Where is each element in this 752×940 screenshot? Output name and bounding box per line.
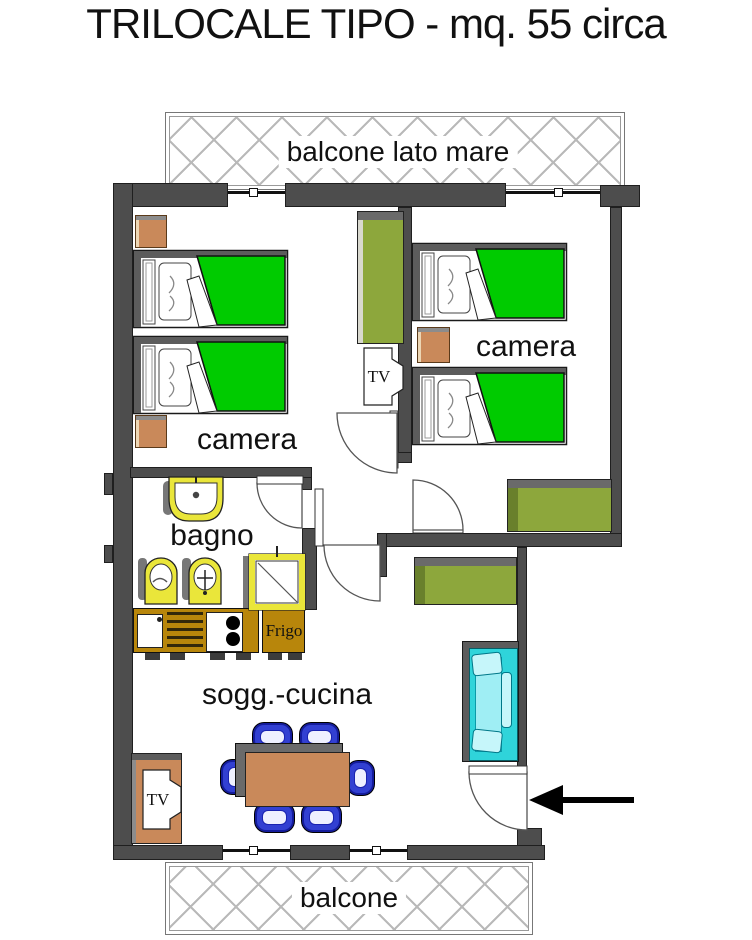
- wardrobe-right-bedroom: [507, 479, 612, 532]
- label-balcony-sea: balcone lato mare: [278, 136, 518, 168]
- label-living: sogg.-cucina: [201, 678, 373, 711]
- balcony-sea-side: [165, 112, 625, 190]
- dish-rack-icon: [167, 612, 203, 650]
- cabinet-foot: [236, 653, 251, 660]
- window-marker: [372, 846, 381, 855]
- window-marker: [249, 188, 258, 197]
- label-fridge: Frigo: [265, 621, 303, 640]
- burner-icon: [226, 616, 240, 630]
- cabinet-foot: [145, 653, 160, 660]
- wall-segment: [382, 452, 412, 463]
- wall-bathroom-top: [130, 467, 312, 478]
- bidet: [181, 557, 222, 605]
- bed: [132, 335, 289, 415]
- label-bedroom-left: camera: [196, 423, 298, 456]
- wall-bathroom-right: [302, 528, 317, 610]
- entrance-arrow-icon: [529, 785, 634, 815]
- dining-table: [245, 752, 350, 807]
- sofa-backrest: [501, 672, 512, 728]
- chair: [302, 803, 341, 832]
- wardrobe-living: [414, 557, 517, 605]
- window-marker: [554, 188, 563, 197]
- door-swing-bedroom-right: [412, 479, 464, 534]
- label-bedroom-right: camera: [475, 330, 577, 363]
- cabinet-foot: [210, 653, 225, 660]
- nightstand: [135, 215, 167, 248]
- toilet: [137, 557, 178, 605]
- sofa-pillow: [470, 651, 504, 677]
- chair: [347, 761, 374, 795]
- wardrobe-left-bedroom: [357, 211, 404, 344]
- cabinet-foot: [288, 653, 302, 660]
- wall-bottom: [290, 845, 350, 860]
- label-tv-bedroom: TV: [367, 367, 391, 386]
- wall-segment: [600, 185, 640, 207]
- door-swing-entrance: [468, 765, 528, 831]
- wall-bedroom-bottom: [377, 533, 622, 547]
- plan-title: TRILOCALE TIPO - mq. 55 circa: [86, 0, 666, 47]
- label-bathroom: bagno: [170, 519, 254, 552]
- bed: [132, 249, 289, 329]
- wall-segment: [302, 477, 312, 490]
- wall-pilaster: [104, 545, 113, 563]
- wall-bottom: [113, 845, 223, 860]
- fridge: [262, 608, 305, 653]
- label-balcony-bottom: balcone: [291, 882, 407, 914]
- chair: [255, 803, 294, 832]
- window-marker: [249, 846, 258, 855]
- door-swing-bedroom-left: [336, 410, 399, 474]
- nightstand: [417, 327, 450, 363]
- kitchen-faucet-icon: [157, 617, 162, 622]
- burner-icon: [226, 632, 240, 646]
- wall-pilaster: [104, 473, 113, 495]
- wall-segment: [285, 183, 506, 207]
- wall-left: [113, 183, 133, 860]
- bed: [411, 242, 568, 322]
- bed: [411, 366, 568, 446]
- window-top-right: [506, 191, 600, 194]
- bathroom-sink: [163, 476, 224, 522]
- label-tv-living: TV: [146, 790, 170, 809]
- cabinet-foot: [170, 653, 185, 660]
- wall-segment: [377, 533, 387, 577]
- door-swing-bathroom: [256, 475, 304, 529]
- cabinet-foot: [268, 653, 282, 660]
- wall-bottom: [407, 845, 545, 860]
- door-swing-living: [314, 488, 381, 602]
- sofa-pillow: [470, 728, 504, 754]
- shower: [243, 546, 306, 611]
- nightstand: [135, 415, 167, 448]
